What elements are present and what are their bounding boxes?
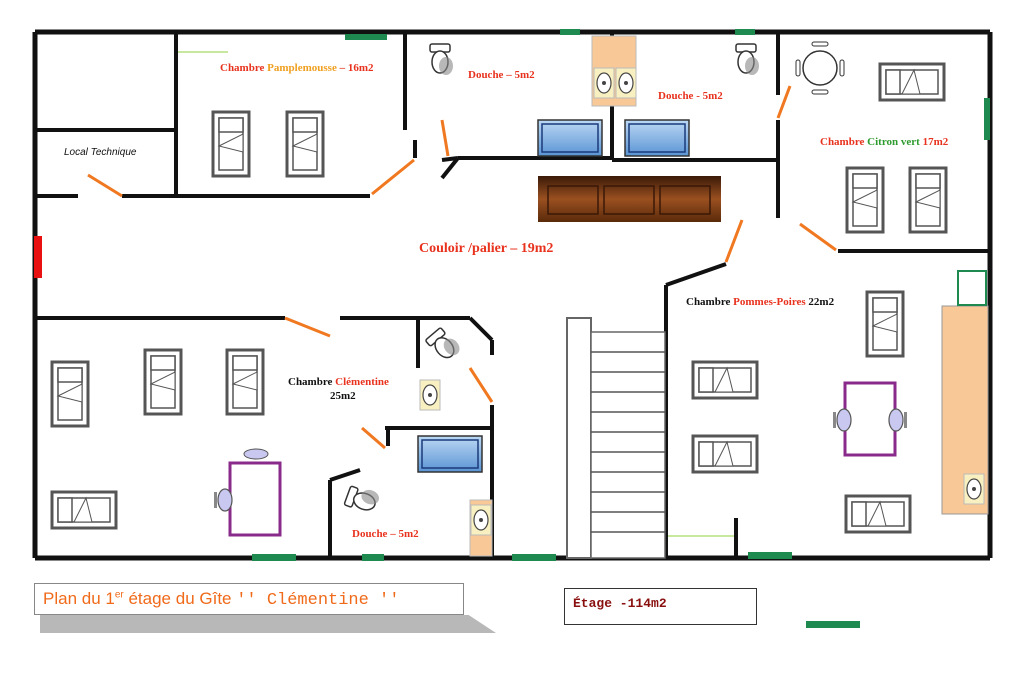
- outer-walls: [32, 29, 993, 561]
- sinks: [419, 35, 985, 557]
- room-name: Citron vert: [867, 136, 920, 148]
- wooden-cabinet: [538, 176, 721, 222]
- room-size: 22m2: [805, 296, 835, 308]
- room-size: 17m2: [919, 136, 949, 148]
- caption-name: '' Clémentine '': [236, 591, 400, 610]
- caption-shadow: [40, 615, 496, 633]
- room-prefix: Chambre: [220, 62, 268, 74]
- staircase: [566, 317, 666, 559]
- room-label-pamplemousse: Chambre Pamplemousse – 16m2: [220, 62, 374, 74]
- doors: [87, 85, 837, 450]
- desks: [213, 381, 908, 537]
- room-label-clementine: Chambre Clémentine: [288, 376, 389, 388]
- room-label-pommes-poires: Chambre Pommes-Poires 22m2: [686, 296, 834, 308]
- caption-sup: er: [114, 589, 124, 601]
- total-area-box: Étage -114m2: [564, 588, 757, 625]
- room-label-local-technique: Local Technique: [64, 147, 137, 158]
- interior-walls: [35, 32, 990, 558]
- room-label-citron-vert: Chambre Citron vert 17m2: [820, 136, 948, 148]
- round-table: [795, 41, 845, 95]
- room-prefix: Chambre: [820, 136, 868, 148]
- total-area: Étage -114m2: [573, 596, 667, 611]
- caption-middle: étage du Gîte: [123, 589, 237, 608]
- closet: [957, 270, 987, 306]
- room-name: Pommes-Poires: [733, 296, 806, 308]
- room-size-clementine: 25m2: [330, 390, 356, 402]
- room-prefix: Chambre: [288, 376, 336, 388]
- room-label-douche-1: Douche – 5m2: [468, 69, 535, 81]
- room-label-couloir: Couloir /palier – 19m2: [419, 241, 554, 256]
- room-name: Clémentine: [335, 376, 389, 388]
- caption-text: Plan du 1er étage du Gîte '' Clémentine …: [43, 589, 399, 610]
- shower-trays: [417, 119, 690, 473]
- caption-prefix: Plan du 1: [43, 589, 115, 608]
- caption-box: Plan du 1er étage du Gîte '' Clémentine …: [34, 583, 464, 615]
- room-label-douche-3: Douche – 5m2: [352, 528, 419, 540]
- room-label-douche-2: Douche - 5m2: [658, 90, 723, 102]
- room-size: – 16m2: [336, 62, 374, 74]
- entrance-door: [34, 236, 42, 278]
- room-prefix: Chambre: [686, 296, 734, 308]
- room-name: Pamplemousse: [267, 62, 337, 74]
- windows: [252, 29, 990, 628]
